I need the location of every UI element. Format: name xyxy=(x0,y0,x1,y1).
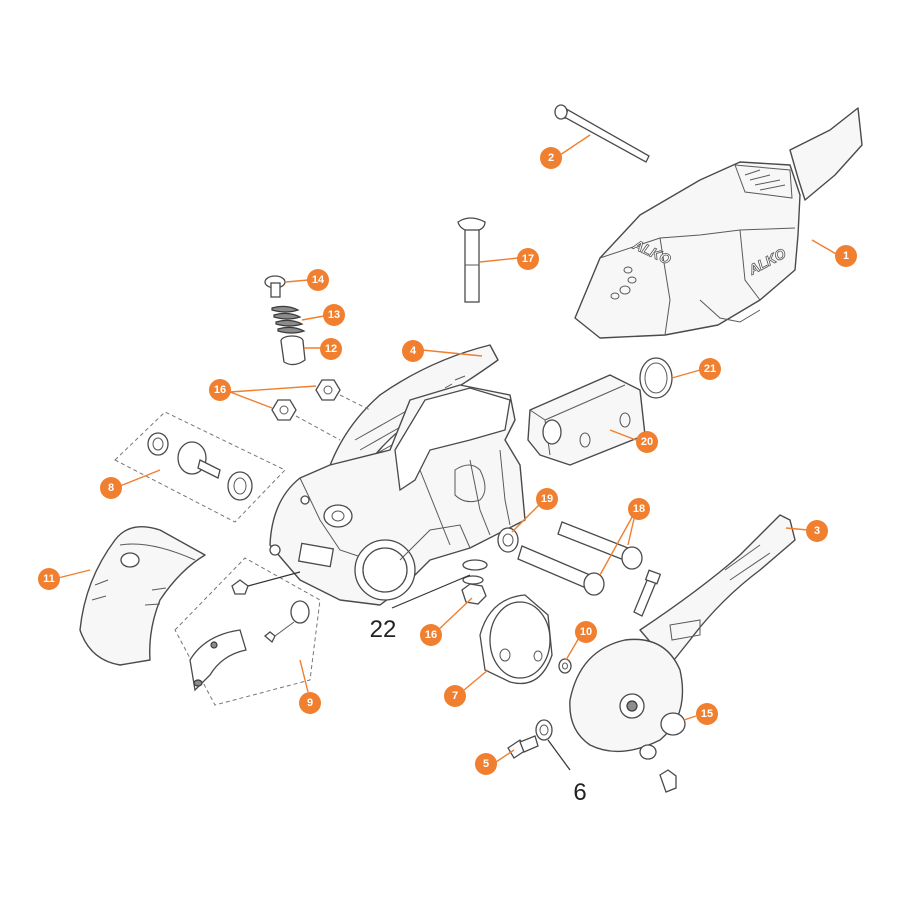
svg-text:3: 3 xyxy=(814,525,820,537)
svg-text:9: 9 xyxy=(307,697,313,709)
svg-text:2: 2 xyxy=(548,152,554,164)
part-19-washer xyxy=(497,527,519,553)
part-17-bolt xyxy=(457,217,486,303)
callout-badge: 14 xyxy=(307,269,329,291)
callout-badge: 1 xyxy=(835,245,857,267)
svg-text:20: 20 xyxy=(641,436,653,448)
svg-text:8: 8 xyxy=(108,482,114,494)
part-15-cap xyxy=(660,712,686,736)
part-11-cover xyxy=(79,526,206,666)
callout-badge: 2 xyxy=(540,147,562,169)
callout-badge: 13 xyxy=(323,304,345,326)
part-21-ring xyxy=(639,357,673,399)
svg-text:4: 4 xyxy=(410,345,417,357)
part-5-screw xyxy=(507,735,539,759)
callout-badge: 19 xyxy=(536,488,558,510)
part-9-assembly xyxy=(174,557,321,706)
part-6-bushing xyxy=(535,719,553,741)
part-16-nut-lower xyxy=(461,559,488,605)
callout-badge: 5 xyxy=(475,753,497,775)
part-20-sleeve xyxy=(527,374,646,466)
svg-text:10: 10 xyxy=(580,626,592,638)
leader-lines xyxy=(57,134,839,771)
svg-text:18: 18 xyxy=(633,503,645,515)
svg-text:19: 19 xyxy=(541,493,553,505)
callout-badge: 16 xyxy=(420,624,442,646)
part-16-nut-upper xyxy=(271,379,371,441)
svg-text:16: 16 xyxy=(425,629,437,641)
svg-text:15: 15 xyxy=(701,708,713,720)
callout-badge: 4 xyxy=(402,340,424,362)
svg-text:21: 21 xyxy=(704,363,716,375)
callout-badge: 9 xyxy=(299,692,321,714)
part-14-plunger xyxy=(264,275,286,298)
svg-text:13: 13 xyxy=(328,309,340,321)
callout-badge: 21 xyxy=(699,358,721,380)
callout-badge: 3 xyxy=(806,520,828,542)
part-12-sleeve xyxy=(280,335,306,366)
svg-text:1: 1 xyxy=(843,250,849,262)
plain-label: 6 xyxy=(573,779,586,806)
part-10-washer xyxy=(558,658,572,674)
callout-badge: 8 xyxy=(100,477,122,499)
svg-text:5: 5 xyxy=(483,758,489,770)
part-8-assembly xyxy=(114,411,286,523)
callout-badge: 20 xyxy=(636,431,658,453)
part-13-spring xyxy=(271,305,306,334)
svg-text:11: 11 xyxy=(43,573,55,585)
part-18-bolts xyxy=(517,521,643,596)
callout-badge: 17 xyxy=(517,248,539,270)
part-2-pin xyxy=(554,104,650,163)
coupling-head-body xyxy=(269,384,526,606)
part-3-lever xyxy=(569,514,796,793)
callout-badge: 10 xyxy=(575,621,597,643)
plain-label: 22 xyxy=(370,616,397,643)
callout-badge: 16 xyxy=(209,379,231,401)
svg-text:12: 12 xyxy=(325,343,337,355)
part-1-coupling-cover: ALKO ALKO xyxy=(574,107,863,339)
svg-text:7: 7 xyxy=(452,690,458,702)
svg-text:17: 17 xyxy=(522,253,534,265)
callout-badge: 7 xyxy=(444,685,466,707)
svg-text:16: 16 xyxy=(214,384,226,396)
part-7-drum xyxy=(479,594,553,684)
callout-badge: 11 xyxy=(38,568,60,590)
callout-badge: 12 xyxy=(320,338,342,360)
callout-badge: 15 xyxy=(696,703,718,725)
callout-badge: 18 xyxy=(628,498,650,520)
svg-text:14: 14 xyxy=(312,274,325,286)
